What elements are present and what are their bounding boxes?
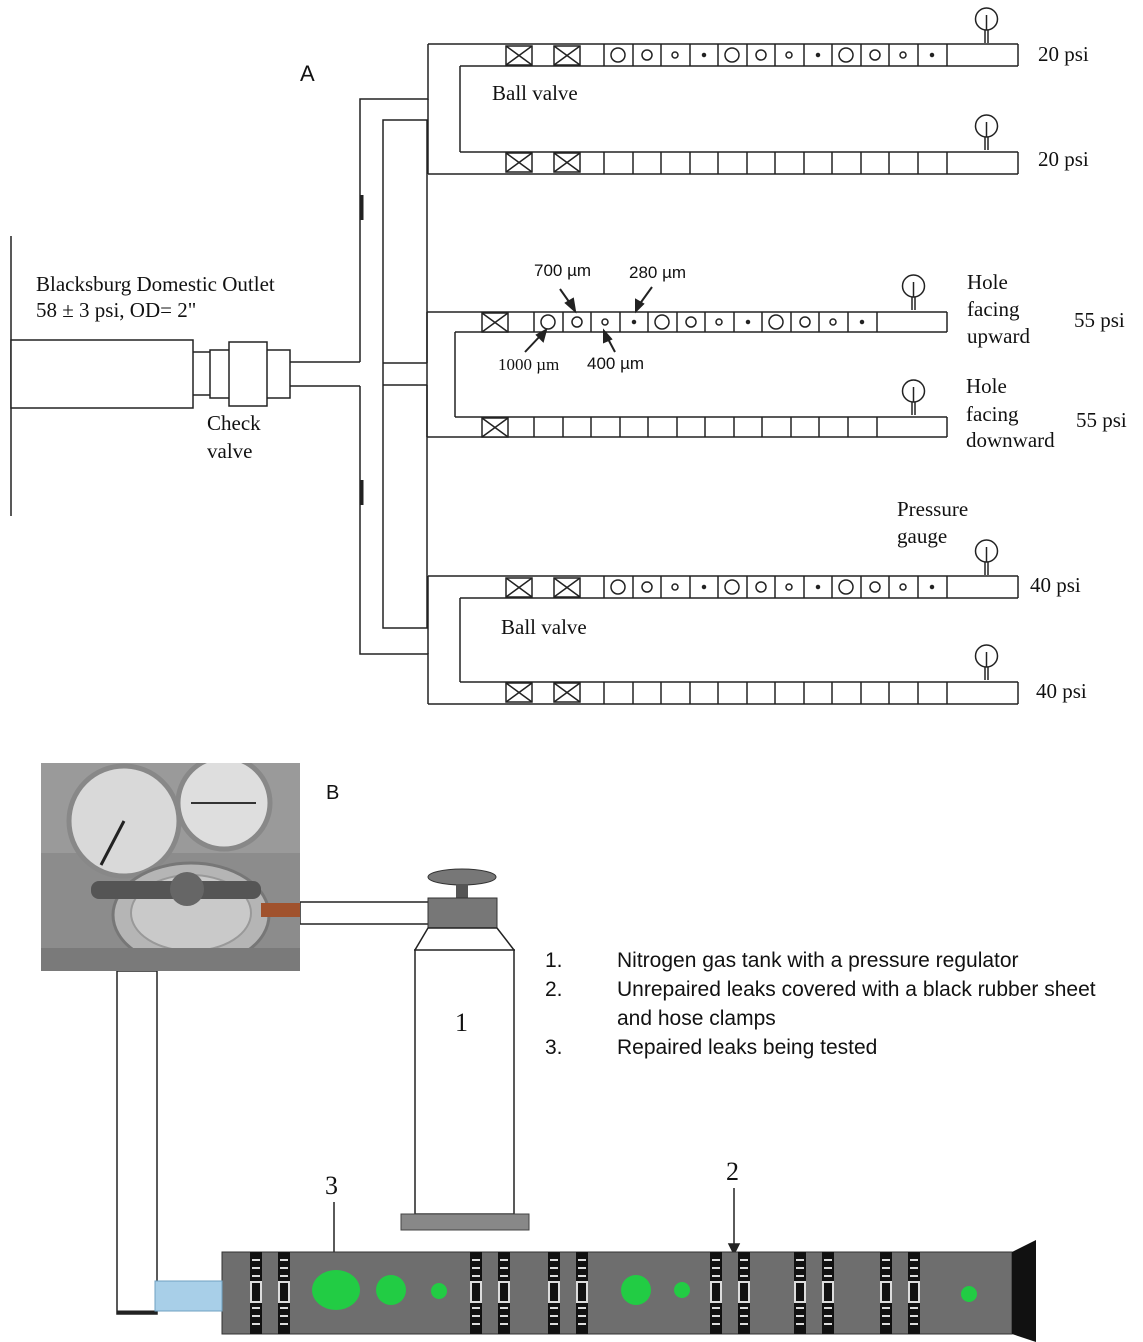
ball-valves-55psi: [482, 313, 508, 437]
hole-upward-label-3: upward: [967, 324, 1030, 348]
hole-upward-label-2: facing: [967, 297, 1020, 321]
outlet-label: Blacksburg Domestic Outlet: [36, 272, 275, 296]
pressure-gauges-55psi: [903, 275, 925, 415]
leak-holes-20psi: [611, 48, 934, 62]
hole-downward-label-2: facing: [966, 402, 1019, 426]
pressure-gauges-20psi: [976, 8, 998, 150]
leak-holes-55psi: [541, 315, 864, 329]
panel-b-label: B: [326, 782, 339, 804]
marker-2-arrow: [729, 1188, 739, 1254]
ball-valves-20psi: [506, 46, 580, 172]
manifold-pipes: [360, 44, 428, 704]
pipe-segments-20psi: [604, 44, 947, 174]
ball-valve-label-bottom: Ball valve: [501, 615, 587, 639]
legend-text: Unrepaired leaks covered with a black ru…: [617, 975, 1125, 1033]
legend-number: 3.: [545, 1033, 617, 1062]
panel-b-legend: 1. Nitrogen gas tank with a pressure reg…: [545, 946, 1125, 1062]
marker-2: 2: [726, 1157, 739, 1186]
hole-downward-label-3: downward: [966, 428, 1055, 452]
check-valve-label: Check: [207, 411, 261, 435]
pressure-gauge-label-2: gauge: [897, 524, 947, 548]
pipe-segments-55psi: [534, 312, 877, 437]
marker-3: 3: [325, 1171, 338, 1200]
hole-downward-label-1: Hole: [966, 374, 1007, 398]
legend-text: Repaired leaks being tested: [617, 1033, 1125, 1062]
check-valve: [210, 342, 360, 406]
panel-a-label: A: [300, 61, 315, 86]
legend-number: 2.: [545, 975, 617, 1033]
outlet-spec: 58 ± 3 psi, OD= 2": [36, 298, 196, 322]
psi-20-label-b: 20 psi: [1038, 147, 1089, 171]
hole-size-400: 400 µm: [587, 354, 644, 373]
psi-55-label-a: 55 psi: [1074, 308, 1125, 332]
ball-valves-40psi: [506, 578, 580, 702]
legend-number: 1.: [545, 946, 617, 975]
pressure-gauge-label-1: Pressure: [897, 497, 968, 521]
ball-valve-label-top: Ball valve: [492, 81, 578, 105]
psi-20-label-a: 20 psi: [1038, 42, 1089, 66]
leak-holes-40psi: [611, 580, 934, 594]
gauge-dial-right-icon: [178, 763, 270, 849]
hole-size-280: 280 µm: [629, 263, 686, 282]
psi-40-label-b: 40 psi: [1036, 679, 1087, 703]
hole-size-700: 700 µm: [534, 261, 591, 280]
psi-40-label-a: 40 psi: [1030, 573, 1081, 597]
legend-item: 2. Unrepaired leaks covered with a black…: [545, 975, 1125, 1033]
tank-number: 1: [455, 1008, 468, 1037]
legend-item: 1. Nitrogen gas tank with a pressure reg…: [545, 946, 1125, 975]
check-valve-label-2: valve: [207, 439, 252, 463]
legend-item: 3. Repaired leaks being tested: [545, 1033, 1125, 1062]
pipe-segments-40psi: [604, 576, 947, 704]
legend-text: Nitrogen gas tank with a pressure regula…: [617, 946, 1125, 975]
psi-55-label-b: 55 psi: [1076, 408, 1127, 432]
pressure-gauges-40psi: [976, 540, 998, 680]
pressure-regulator-photo: [41, 763, 300, 971]
hole-upward-label-1: Hole: [967, 270, 1008, 294]
hole-size-1000: 1000 µm: [498, 355, 559, 374]
